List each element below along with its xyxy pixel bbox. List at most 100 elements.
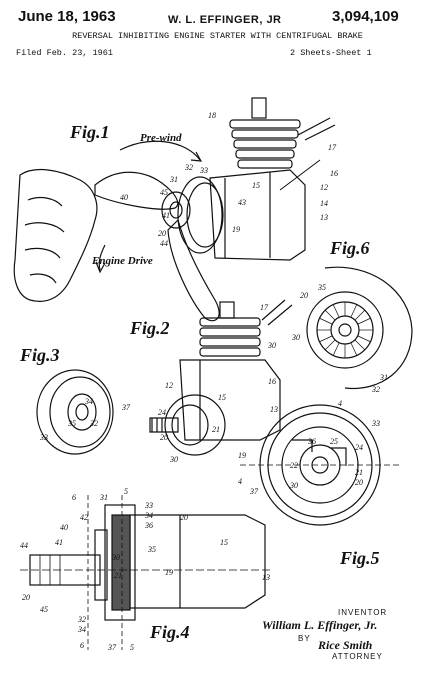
svg-text:4: 4 xyxy=(238,477,242,486)
brake-drum xyxy=(177,176,223,254)
svg-text:21: 21 xyxy=(114,571,122,580)
needle-valve xyxy=(297,117,336,141)
by-label: BY xyxy=(298,634,311,643)
svg-text:20: 20 xyxy=(355,478,363,487)
svg-text:17: 17 xyxy=(328,143,337,152)
svg-text:6: 6 xyxy=(80,641,84,650)
fig2-cylinder-fins xyxy=(199,317,261,357)
svg-text:44: 44 xyxy=(20,541,28,550)
svg-text:33: 33 xyxy=(144,501,153,510)
fig5-drawing xyxy=(240,404,400,526)
svg-text:30: 30 xyxy=(169,455,178,464)
svg-text:5: 5 xyxy=(124,487,128,496)
engine-drive-arrowhead xyxy=(95,261,106,274)
fig4-label: Fig.4 xyxy=(150,622,190,642)
svg-text:31: 31 xyxy=(379,373,388,382)
svg-text:40: 40 xyxy=(60,523,68,532)
crankcase xyxy=(209,169,306,261)
fig2-drawing xyxy=(149,299,293,456)
fig2-crankcase xyxy=(179,359,281,441)
svg-text:41: 41 xyxy=(162,211,170,220)
patent-date: June 18, 1963 xyxy=(18,8,116,25)
svg-text:12: 12 xyxy=(165,381,173,390)
fig6-label: Fig.6 xyxy=(330,238,370,258)
svg-text:25: 25 xyxy=(330,437,338,446)
svg-text:34: 34 xyxy=(144,511,153,520)
svg-text:20: 20 xyxy=(22,593,30,602)
patent-number: 3,094,109 xyxy=(332,8,399,25)
svg-text:34: 34 xyxy=(77,625,86,634)
svg-text:19: 19 xyxy=(232,225,240,234)
svg-text:21: 21 xyxy=(212,425,220,434)
fig6-drawing xyxy=(306,266,413,390)
svg-text:24: 24 xyxy=(355,443,363,452)
svg-text:12: 12 xyxy=(320,183,328,192)
svg-text:15: 15 xyxy=(218,393,226,402)
sheet-count: 2 Sheets-Sheet 1 xyxy=(290,48,372,58)
svg-text:45: 45 xyxy=(40,605,48,614)
svg-text:35: 35 xyxy=(317,283,326,292)
svg-text:37: 37 xyxy=(107,643,117,652)
svg-text:16: 16 xyxy=(330,169,338,178)
pre-wind-arrow xyxy=(119,140,201,161)
svg-text:34: 34 xyxy=(84,397,93,406)
fig4-brake-shoes xyxy=(111,514,131,611)
svg-text:14: 14 xyxy=(320,199,328,208)
svg-text:15: 15 xyxy=(252,181,260,190)
svg-text:32: 32 xyxy=(77,615,86,624)
svg-text:19: 19 xyxy=(165,568,173,577)
svg-text:20: 20 xyxy=(300,291,308,300)
fig3-drawing xyxy=(36,369,114,455)
inventor-label: INVENTOR xyxy=(338,608,388,617)
svg-text:33: 33 xyxy=(199,166,208,175)
engine-drive-label: Engine Drive xyxy=(92,255,153,267)
svg-text:22: 22 xyxy=(290,461,298,470)
filing-date: Filed Feb. 23, 1961 xyxy=(16,48,113,58)
svg-text:4: 4 xyxy=(338,399,342,408)
fig3-outer-ring xyxy=(36,369,114,455)
svg-text:37: 37 xyxy=(249,487,259,496)
propeller-lower-blade xyxy=(167,218,220,322)
svg-text:40: 40 xyxy=(120,193,128,202)
fig2-brake-drum xyxy=(164,394,226,456)
svg-text:30: 30 xyxy=(111,553,120,562)
pre-wind-label: Pre-wind xyxy=(140,132,182,144)
propeller-hub xyxy=(161,191,191,229)
fig2-shaft xyxy=(149,417,179,433)
svg-text:16: 16 xyxy=(268,377,276,386)
svg-text:31: 31 xyxy=(169,175,178,184)
fig6-outer-rim xyxy=(324,266,413,390)
svg-text:13: 13 xyxy=(270,405,278,414)
svg-text:33: 33 xyxy=(371,419,380,428)
svg-text:42: 42 xyxy=(80,513,88,522)
svg-text:13: 13 xyxy=(320,213,328,222)
attorney-label: ATTORNEY xyxy=(332,652,383,661)
fig6-gear-teeth xyxy=(317,302,373,358)
attorney-signature: Rice Smith xyxy=(318,638,373,652)
fig6-brake-ring xyxy=(306,291,384,369)
engine-drive-arrow xyxy=(98,244,106,271)
svg-text:31: 31 xyxy=(99,493,108,502)
svg-text:33: 33 xyxy=(39,433,48,442)
hand-outline xyxy=(13,169,98,302)
svg-text:45: 45 xyxy=(160,188,168,197)
inventor-signature: William L. Effinger, Jr. xyxy=(262,618,378,632)
fig1-drawing xyxy=(13,97,336,322)
svg-text:41: 41 xyxy=(55,538,63,547)
inventor-name: W. L. EFFINGER, JR xyxy=(168,14,282,26)
svg-text:20: 20 xyxy=(160,433,168,442)
svg-text:19: 19 xyxy=(238,451,246,460)
svg-text:15: 15 xyxy=(220,538,228,547)
cylinder-fins xyxy=(229,119,301,169)
svg-text:36: 36 xyxy=(144,521,153,530)
propeller-nut xyxy=(169,201,183,219)
fig1-label: Fig.1 xyxy=(70,122,110,142)
svg-text:18: 18 xyxy=(208,111,216,120)
glow-plug xyxy=(251,97,267,119)
fig3-label: Fig.3 xyxy=(20,345,60,365)
svg-text:36: 36 xyxy=(307,437,316,446)
fig2-label: Fig.2 xyxy=(130,318,170,338)
svg-text:30: 30 xyxy=(291,333,300,342)
svg-text:44: 44 xyxy=(160,239,168,248)
